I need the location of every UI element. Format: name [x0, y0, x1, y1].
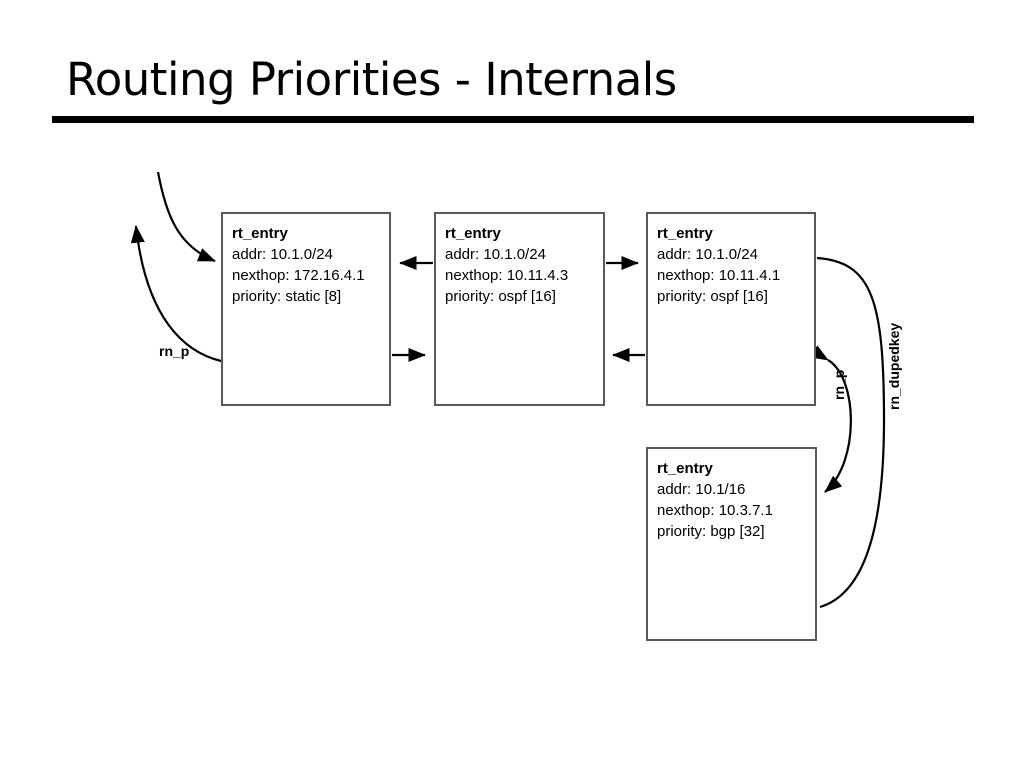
rt-entry-nexthop: nexthop: 10.11.4.3 [445, 267, 569, 284]
rt-entry-box-2[interactable]: rt_entry addr: 10.1.0/24 nexthop: 10.11.… [434, 212, 605, 406]
page-title: Routing Priorities - Internals [66, 53, 677, 106]
rt-entry-title: rt_entry [232, 225, 288, 242]
rt-entry-priority: priority: ospf [16] [445, 288, 556, 305]
title-underline-rule [52, 116, 974, 123]
rt-entry-priority: priority: ospf [16] [657, 288, 768, 305]
rt-entry-nexthop: nexthop: 10.3.7.1 [657, 502, 773, 519]
rt-entry-title: rt_entry [657, 225, 713, 242]
rt-entry-addr: addr: 10.1.0/24 [657, 246, 758, 263]
edge-label-rn-p-left: rn_p [159, 343, 190, 359]
rt-entry-priority: priority: static [8] [232, 288, 342, 305]
arrow-parent-into-entry1 [156, 171, 216, 263]
rt-entry-box-4[interactable]: rt_entry addr: 10.1/16 nexthop: 10.3.7.1… [646, 447, 817, 641]
rt-entry-addr: addr: 10.1.0/24 [445, 246, 546, 263]
rt-entry-nexthop: nexthop: 172.16.4.1 [232, 267, 365, 284]
edge-label-rn-dupedkey: rn_dupedkey [886, 322, 902, 410]
rt-entry-box-3[interactable]: rt_entry addr: 10.1.0/24 nexthop: 10.11.… [646, 212, 816, 406]
rt-entry-title: rt_entry [445, 225, 501, 242]
rt-entry-nexthop: nexthop: 10.11.4.1 [657, 267, 781, 284]
rt-entry-priority: priority: bgp [32] [657, 523, 765, 540]
rt-entry-box-1[interactable]: rt_entry addr: 10.1.0/24 nexthop: 172.16… [221, 212, 391, 406]
edge-label-rn-p-right: rn_p [831, 369, 847, 400]
rt-entry-addr: addr: 10.1/16 [657, 481, 746, 498]
arrow-rn-dupedkey [816, 256, 886, 609]
rt-entry-title: rt_entry [657, 460, 713, 477]
arrow-rn-p-left [130, 225, 222, 363]
rt-entry-addr: addr: 10.1.0/24 [232, 246, 333, 263]
